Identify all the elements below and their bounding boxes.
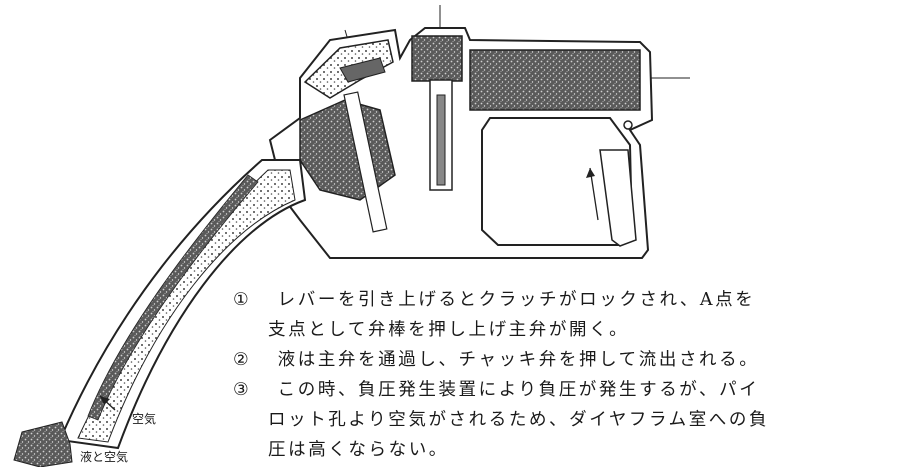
step-3-number: ③ xyxy=(233,380,252,400)
step-3-text: この時、負圧発生装置により負圧が発生するが、パイ xyxy=(277,380,760,400)
pivot-point xyxy=(623,120,633,130)
spout-tube xyxy=(87,174,259,421)
step-3-line-1: ③ この時、負圧発生装置により負圧が発生するが、パイ xyxy=(233,376,759,401)
air-label: 空気 xyxy=(132,412,157,426)
step-1-number: ① xyxy=(233,290,252,310)
step-2-line-1: ② 液は主弁を通過し、チャッキ弁を押して流出される。 xyxy=(233,346,759,371)
diaphragm xyxy=(339,57,386,83)
step-2-number: ② xyxy=(233,350,252,370)
step-1-line-1: ① レバーを引き上げるとクラッチがロックされ、A点を xyxy=(233,286,755,311)
outlet-spray xyxy=(13,421,73,467)
check-valve-tube xyxy=(343,91,388,233)
step-1-text: レバーを引き上げるとクラッチがロックされ、A点を xyxy=(277,290,756,310)
step-3-line-2: ロット孔より空気がされるため、ダイヤフラム室への負 xyxy=(268,410,770,430)
liquid-and-air-label: 液と空気 xyxy=(80,450,129,464)
upper-chamber xyxy=(469,49,641,111)
step-2-text: 液は主弁を通過し、チャッキ弁を押して流出される。 xyxy=(277,350,760,370)
step-3-line-3: 圧は高くならない。 xyxy=(268,440,449,460)
valve-stem xyxy=(436,94,446,186)
valve-cap xyxy=(411,35,463,82)
lever xyxy=(599,149,637,247)
step-1-line-2: 支点として弁棒を押し上げ主弁が開く。 xyxy=(268,320,630,340)
